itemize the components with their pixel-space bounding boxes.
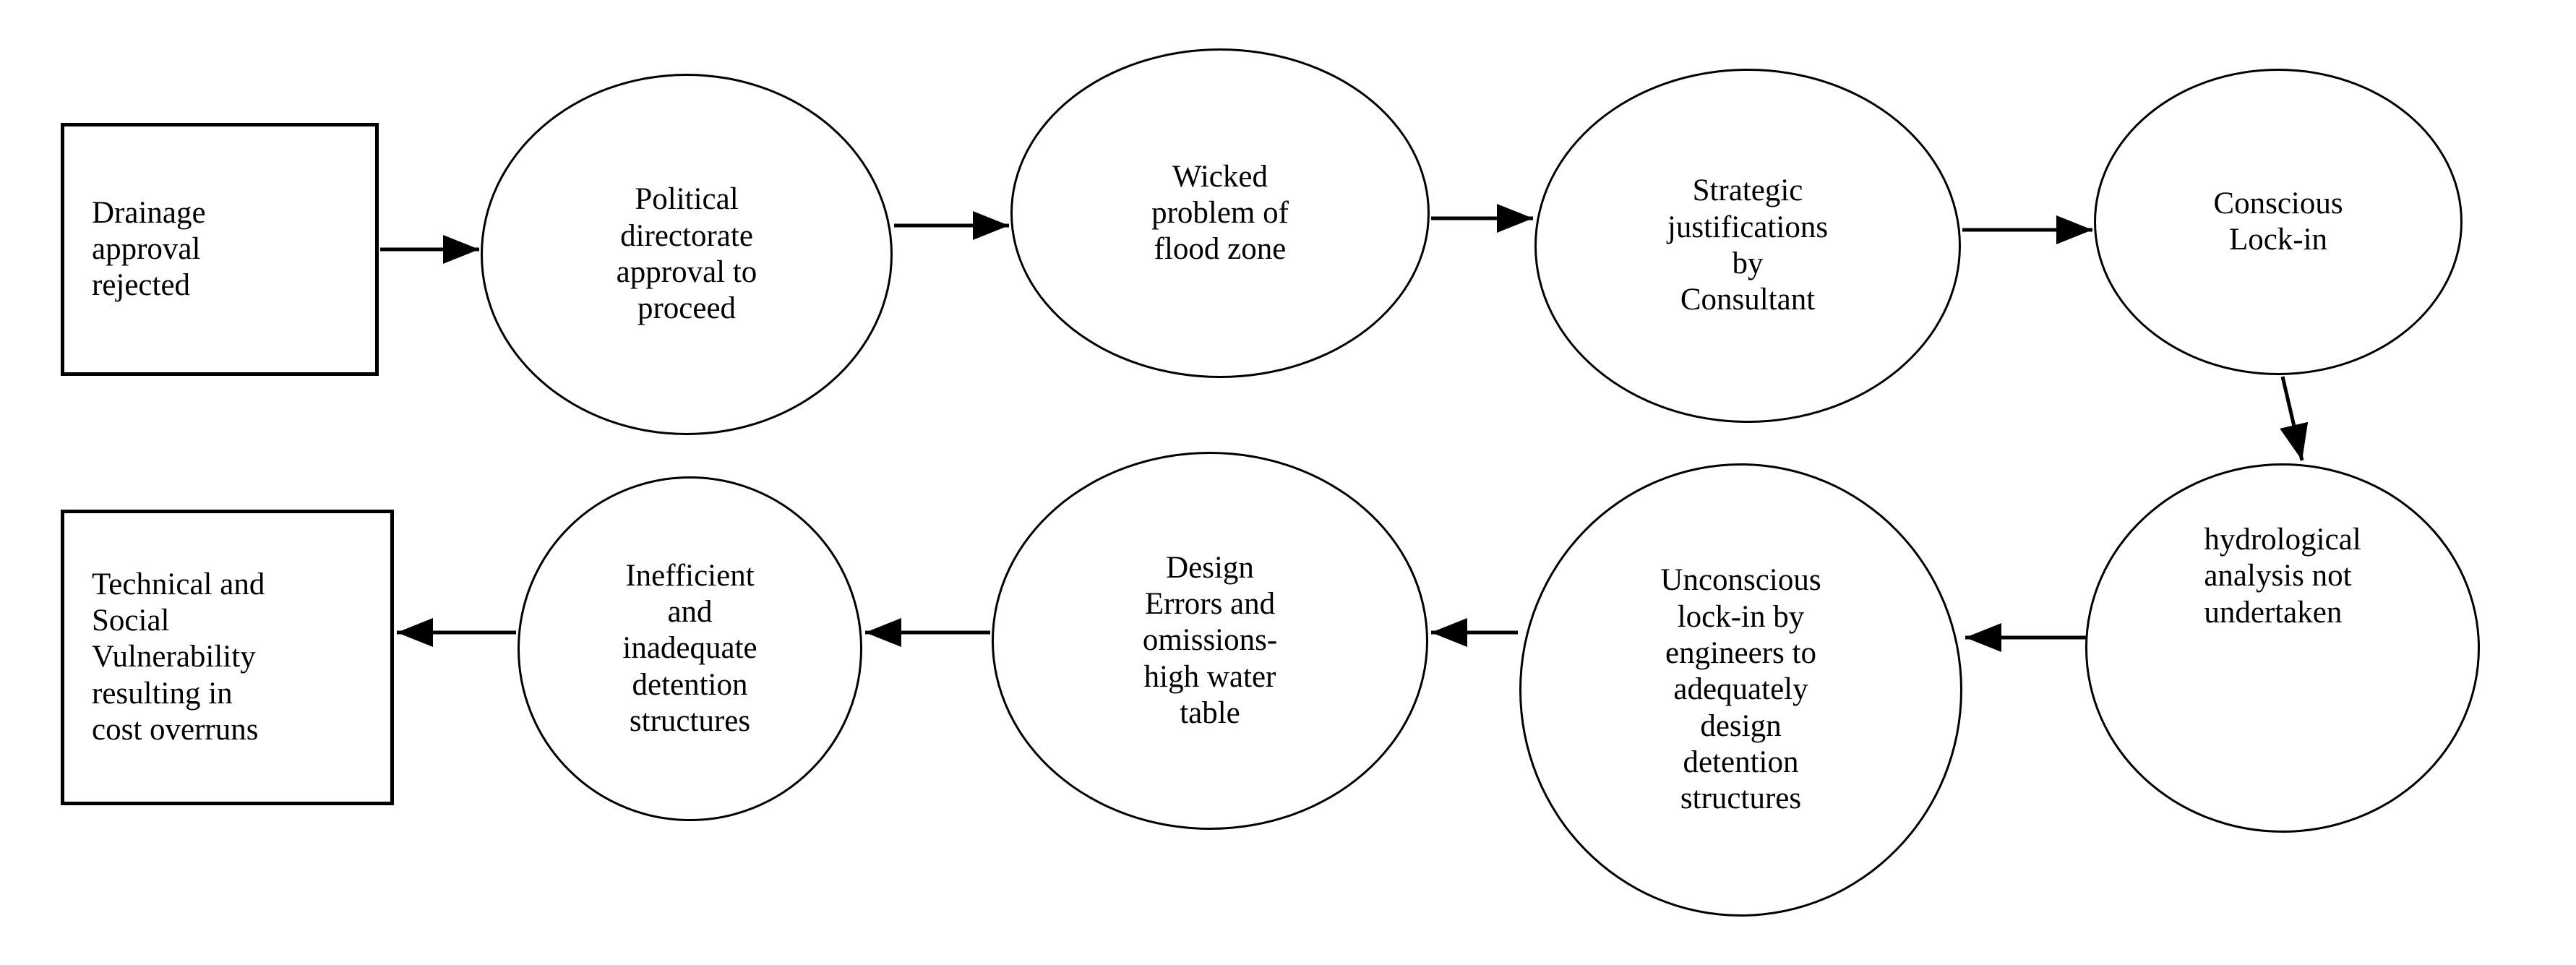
node-label: Unconscious lock-in by engineers to adeq… xyxy=(1660,563,1821,816)
node-label: Political directorate approval to procee… xyxy=(616,182,757,326)
arrow-conscious-to-hydrological xyxy=(2280,376,2309,461)
node-conscious-lock-in: Conscious Lock-in xyxy=(2094,69,2463,375)
node-label: Conscious Lock-in xyxy=(2213,186,2343,257)
node-label: Inefficient and inadequate detention str… xyxy=(622,558,757,738)
node-unconscious-lock-in-engineers: Unconscious lock-in by engineers to adeq… xyxy=(1519,463,1962,917)
node-technical-social-vulnerability: Technical and Social Vulnerability resul… xyxy=(61,510,394,805)
node-label: hydrological analysis not undertaken xyxy=(2204,523,2361,630)
node-political-directorate-approval: Political directorate approval to procee… xyxy=(481,74,893,435)
node-design-errors-omissions: Design Errors and omissions- high water … xyxy=(992,452,1428,830)
node-label: Drainage approval rejected xyxy=(92,195,206,303)
node-label: Wicked problem of flood zone xyxy=(1151,159,1289,267)
node-hydrological-analysis-not-undertaken: hydrological analysis not undertaken xyxy=(2085,463,2480,833)
node-label: Strategic justifications by Consultant xyxy=(1667,173,1829,317)
node-strategic-justifications: Strategic justifications by Consultant xyxy=(1534,69,1961,423)
node-drainage-approval-rejected: Drainage approval rejected xyxy=(61,123,379,376)
node-wicked-problem-flood-zone: Wicked problem of flood zone xyxy=(1010,48,1430,378)
node-inefficient-inadequate-detention: Inefficient and inadequate detention str… xyxy=(518,476,862,821)
node-label: Design Errors and omissions- high water … xyxy=(1142,550,1278,730)
node-label: Technical and Social Vulnerability resul… xyxy=(92,567,265,747)
